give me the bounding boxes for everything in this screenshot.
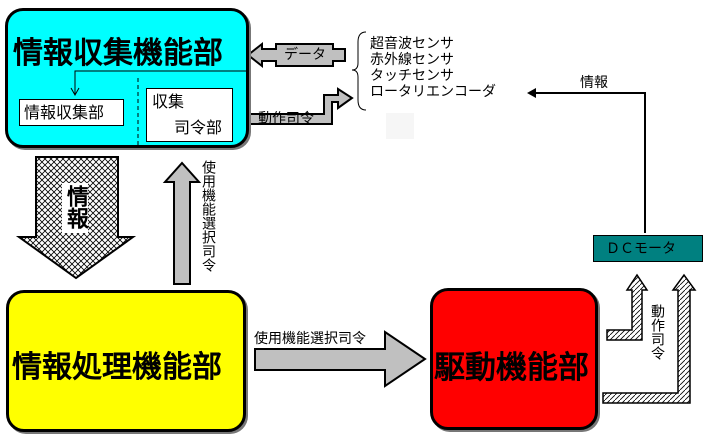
info-collection-subunit-label: 情報収集部 xyxy=(24,103,105,122)
sensor-list: 超音波センサ 赤外線センサ タッチセンサ ロータリエンコーダ xyxy=(370,36,496,100)
collection-command-line1: 収集 xyxy=(152,92,185,111)
info-down-label-bg xyxy=(62,183,88,233)
dc-motor-box: ＤＣモータ xyxy=(593,235,703,262)
collection-command-subunit: 収集 司令部 xyxy=(146,88,233,142)
sensor-item: 超音波センサ xyxy=(370,36,454,52)
action-command-arrow xyxy=(236,87,354,125)
select-command-right-arrow xyxy=(254,330,427,388)
collection-unit-title: 情報収集機能部 xyxy=(13,36,223,71)
data-arrow xyxy=(246,41,346,69)
motor-feedback-label: 情報 xyxy=(580,75,608,91)
info-down-label: 情報 xyxy=(63,185,88,229)
sensor-item: タッチセンサ xyxy=(370,68,454,84)
processing-unit-box xyxy=(6,290,246,432)
collection-command-line2: 司令部 xyxy=(174,118,223,137)
drive-unit-box xyxy=(430,288,598,430)
collection-internal-lines xyxy=(70,70,247,146)
data-arrow-label: データ xyxy=(284,47,326,63)
sensor-brace xyxy=(351,31,367,111)
motor-command-arrow-2 xyxy=(602,273,697,404)
motor-command-label: 動作司令 xyxy=(649,304,665,360)
sensor-item: ロータリエンコーダ xyxy=(370,84,496,100)
action-command-label: 動作司令 xyxy=(258,111,314,127)
motor-feedback-line xyxy=(534,92,646,233)
drive-unit-title: 駆動機能部 xyxy=(434,350,589,386)
motor-feedback-arrowhead xyxy=(527,88,536,98)
dc-motor-label: ＤＣモータ xyxy=(606,241,676,257)
sensor-item: 赤外線センサ xyxy=(370,52,454,68)
info-collection-subunit: 情報収集部 xyxy=(19,99,124,126)
processing-unit-title: 情報処理機能部 xyxy=(12,350,222,385)
select-command-up-arrow xyxy=(162,161,202,285)
select-command-right-label: 使用機能選択司令 xyxy=(254,331,366,347)
select-command-up-label: 使用機能選択司令 xyxy=(200,160,216,272)
motor-command-arrow-1 xyxy=(606,273,649,341)
